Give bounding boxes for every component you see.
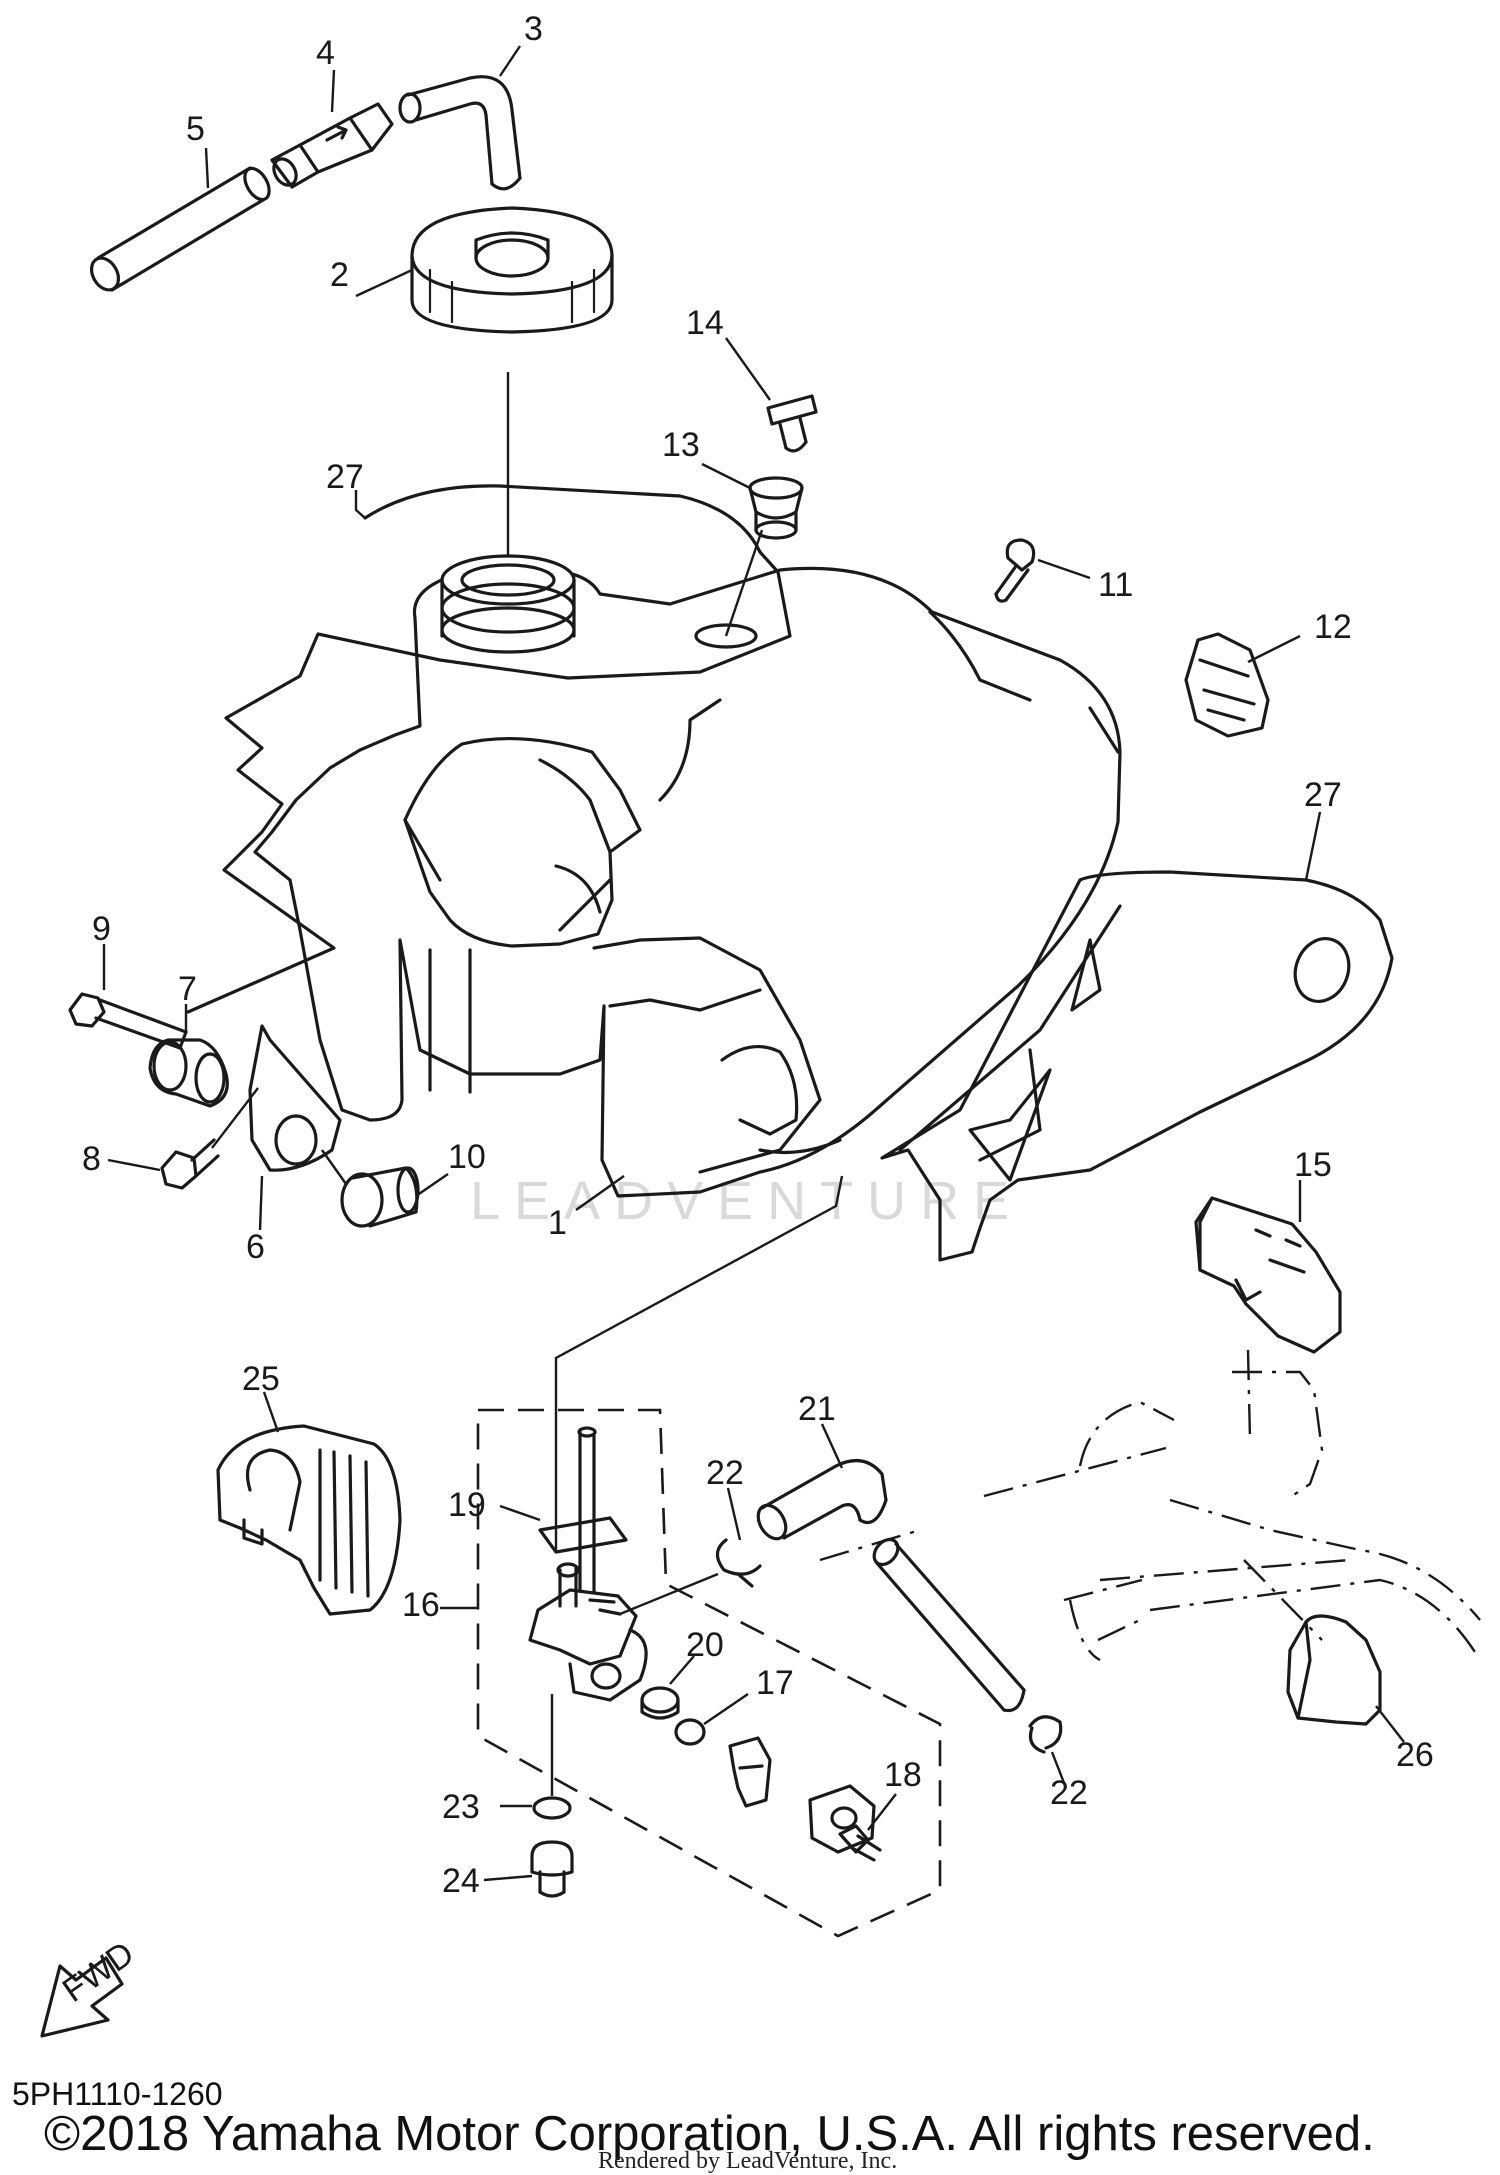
part-1-fuel-tank (253, 566, 1122, 1198)
callout-16: 16 (402, 1586, 440, 1624)
callout-2: 2 (330, 256, 349, 294)
callout-15: 15 (1294, 1146, 1332, 1184)
callout-4: 4 (316, 34, 335, 72)
callout-27b: 27 (1304, 776, 1342, 814)
fuel-line (872, 1537, 1026, 1713)
callout-10: 10 (448, 1138, 486, 1176)
callout-26: 26 (1396, 1736, 1434, 1774)
callout-22b: 22 (1050, 1774, 1088, 1812)
callout-3: 3 (524, 10, 543, 48)
part-7-damper (148, 1038, 229, 1108)
part-25-cover (216, 1424, 402, 1616)
callout-8: 8 (82, 1140, 101, 1178)
callout-22a: 22 (706, 1454, 744, 1492)
callout-6: 6 (246, 1228, 265, 1266)
part-4-check-valve (270, 102, 394, 189)
fwd-arrow: FWD (40, 1934, 141, 2038)
fuel-cock-stem (577, 1426, 597, 1594)
fwd-label: FWD (56, 1934, 141, 2010)
callout-7: 7 (178, 970, 197, 1008)
part-14-screw (766, 394, 818, 453)
part-27-side-cover (880, 870, 1394, 1262)
part-21-hose (756, 1458, 888, 1541)
callout-14: 14 (686, 304, 724, 342)
part-16-kit-outline (476, 1408, 942, 1938)
part-22-clamp-lower (1028, 1715, 1063, 1754)
watermark: LEADVENTURE (470, 1171, 1024, 1231)
part-11-screw (994, 538, 1036, 603)
part-20-packing (640, 1686, 680, 1720)
callout-19: 19 (448, 1486, 486, 1524)
copyright-notice: ©2018 Yamaha Motor Corporation, U.S.A. A… (44, 2107, 1375, 2161)
part-15-bracket (1194, 1196, 1342, 1354)
part-26-cover (1286, 1614, 1382, 1726)
callout-20: 20 (686, 1626, 724, 1664)
callout-9: 9 (92, 910, 111, 948)
fuel-cock-lever (728, 1736, 772, 1808)
callout-5: 5 (186, 110, 205, 148)
part-6-bracket (248, 1024, 342, 1172)
part-22-clamp-upper (715, 1538, 762, 1588)
callout-12: 12 (1314, 608, 1352, 646)
fuel-cock-cover-plate (808, 1784, 876, 1854)
part-5-vent-tube (89, 166, 271, 292)
part-24-screw (530, 1840, 574, 1898)
part-13-grommet (748, 476, 804, 540)
part-8-bolt (160, 1138, 220, 1190)
rendered-by-notice: Rendered by LeadVenture, Inc. (598, 2148, 898, 2174)
part-23-washer (532, 1796, 572, 1820)
frame-phantom (819, 1349, 1482, 1662)
tank-grommet-hole (694, 623, 758, 649)
part-2-fuel-cap (410, 206, 614, 334)
callout-13: 13 (662, 426, 700, 464)
callout-11: 11 (1098, 566, 1133, 604)
callout-25: 25 (242, 1360, 280, 1398)
diagram-code: 5PH1110-1260 (12, 2076, 223, 2112)
part-18-screw (838, 1824, 882, 1862)
callout-18: 18 (884, 1756, 922, 1794)
callout-17: 17 (756, 1664, 794, 1702)
callout-23: 23 (442, 1788, 480, 1826)
part-12-clip (1184, 632, 1270, 738)
part-3-vent-hose (398, 75, 522, 191)
callout-21: 21 (798, 1390, 836, 1428)
part-17-o-ring (674, 1718, 706, 1746)
fuel-cock-body (528, 1562, 648, 1702)
callout-24: 24 (442, 1862, 480, 1900)
part-27-shroud-left (186, 484, 792, 1014)
part-19-plate (538, 1516, 628, 1554)
callout-1: 1 (548, 1204, 567, 1242)
callout-27a: 27 (326, 458, 364, 496)
callouts: 1 2 3 4 5 6 7 8 9 10 11 12 13 14 15 16 1… (82, 10, 1434, 1900)
tank-filler-neck (440, 554, 576, 654)
part-10-collar (340, 1166, 420, 1228)
